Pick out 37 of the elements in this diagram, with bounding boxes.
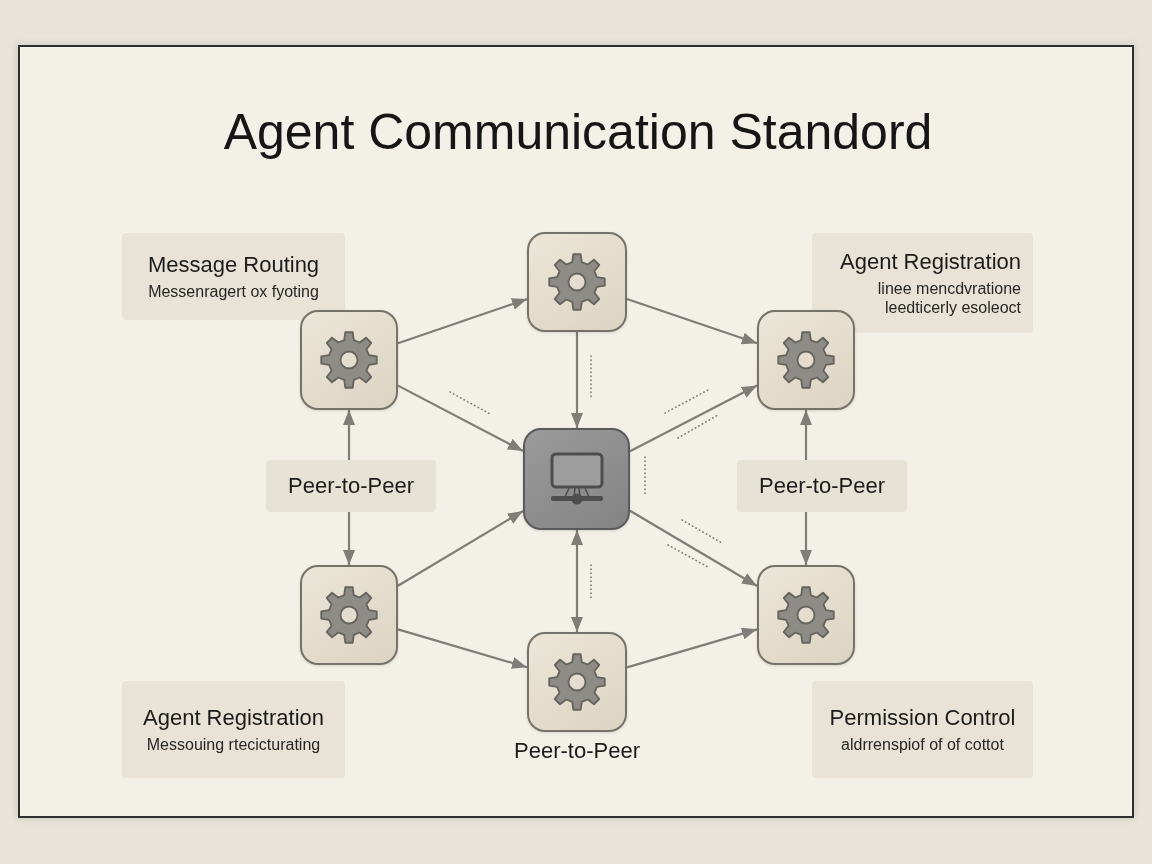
arrow	[626, 627, 758, 669]
arrow	[629, 509, 758, 587]
agent-tile	[300, 565, 398, 665]
agent-tile	[300, 310, 398, 410]
arrow	[397, 628, 528, 669]
agent-tile	[757, 310, 855, 410]
card-heading: Agent Registration	[840, 249, 1021, 275]
card-heading: Message Routing	[147, 252, 320, 278]
arrow	[397, 298, 528, 345]
label-text: Peer-to-Peer	[759, 473, 885, 499]
label-card	[266, 460, 436, 512]
node-caption: Peer-to-Peer	[514, 738, 640, 764]
card-description: Messouing rtecicturating	[146, 735, 321, 754]
arrow	[800, 512, 812, 565]
label-text: Peer-to-Peer	[288, 473, 414, 499]
arrow	[397, 384, 524, 452]
card-description: Messenragert ox fyoting	[148, 282, 319, 301]
card-heading: Agent Registration	[143, 705, 324, 731]
arrow	[343, 410, 355, 460]
info-card	[122, 233, 345, 320]
double-headed-arrow	[571, 530, 583, 632]
agent-tile	[527, 632, 627, 732]
hub-tile	[523, 428, 630, 530]
agent-tile	[527, 232, 627, 332]
card-heading: Permission Control	[829, 705, 1016, 731]
diagram-title: Agent Communication Standord	[223, 103, 933, 161]
arrow	[629, 384, 758, 453]
agent-tile	[757, 565, 855, 665]
arrow	[626, 298, 758, 345]
label-card	[737, 460, 907, 512]
arrow	[343, 512, 355, 565]
arrow	[800, 410, 812, 460]
arrow	[571, 332, 583, 428]
info-card	[812, 233, 1033, 333]
card-description: linee mencdvratione leedticerly esoleoct	[876, 279, 1021, 317]
card-description: aldrrenspiof of of cottot	[841, 735, 1004, 754]
arrow	[397, 510, 524, 587]
